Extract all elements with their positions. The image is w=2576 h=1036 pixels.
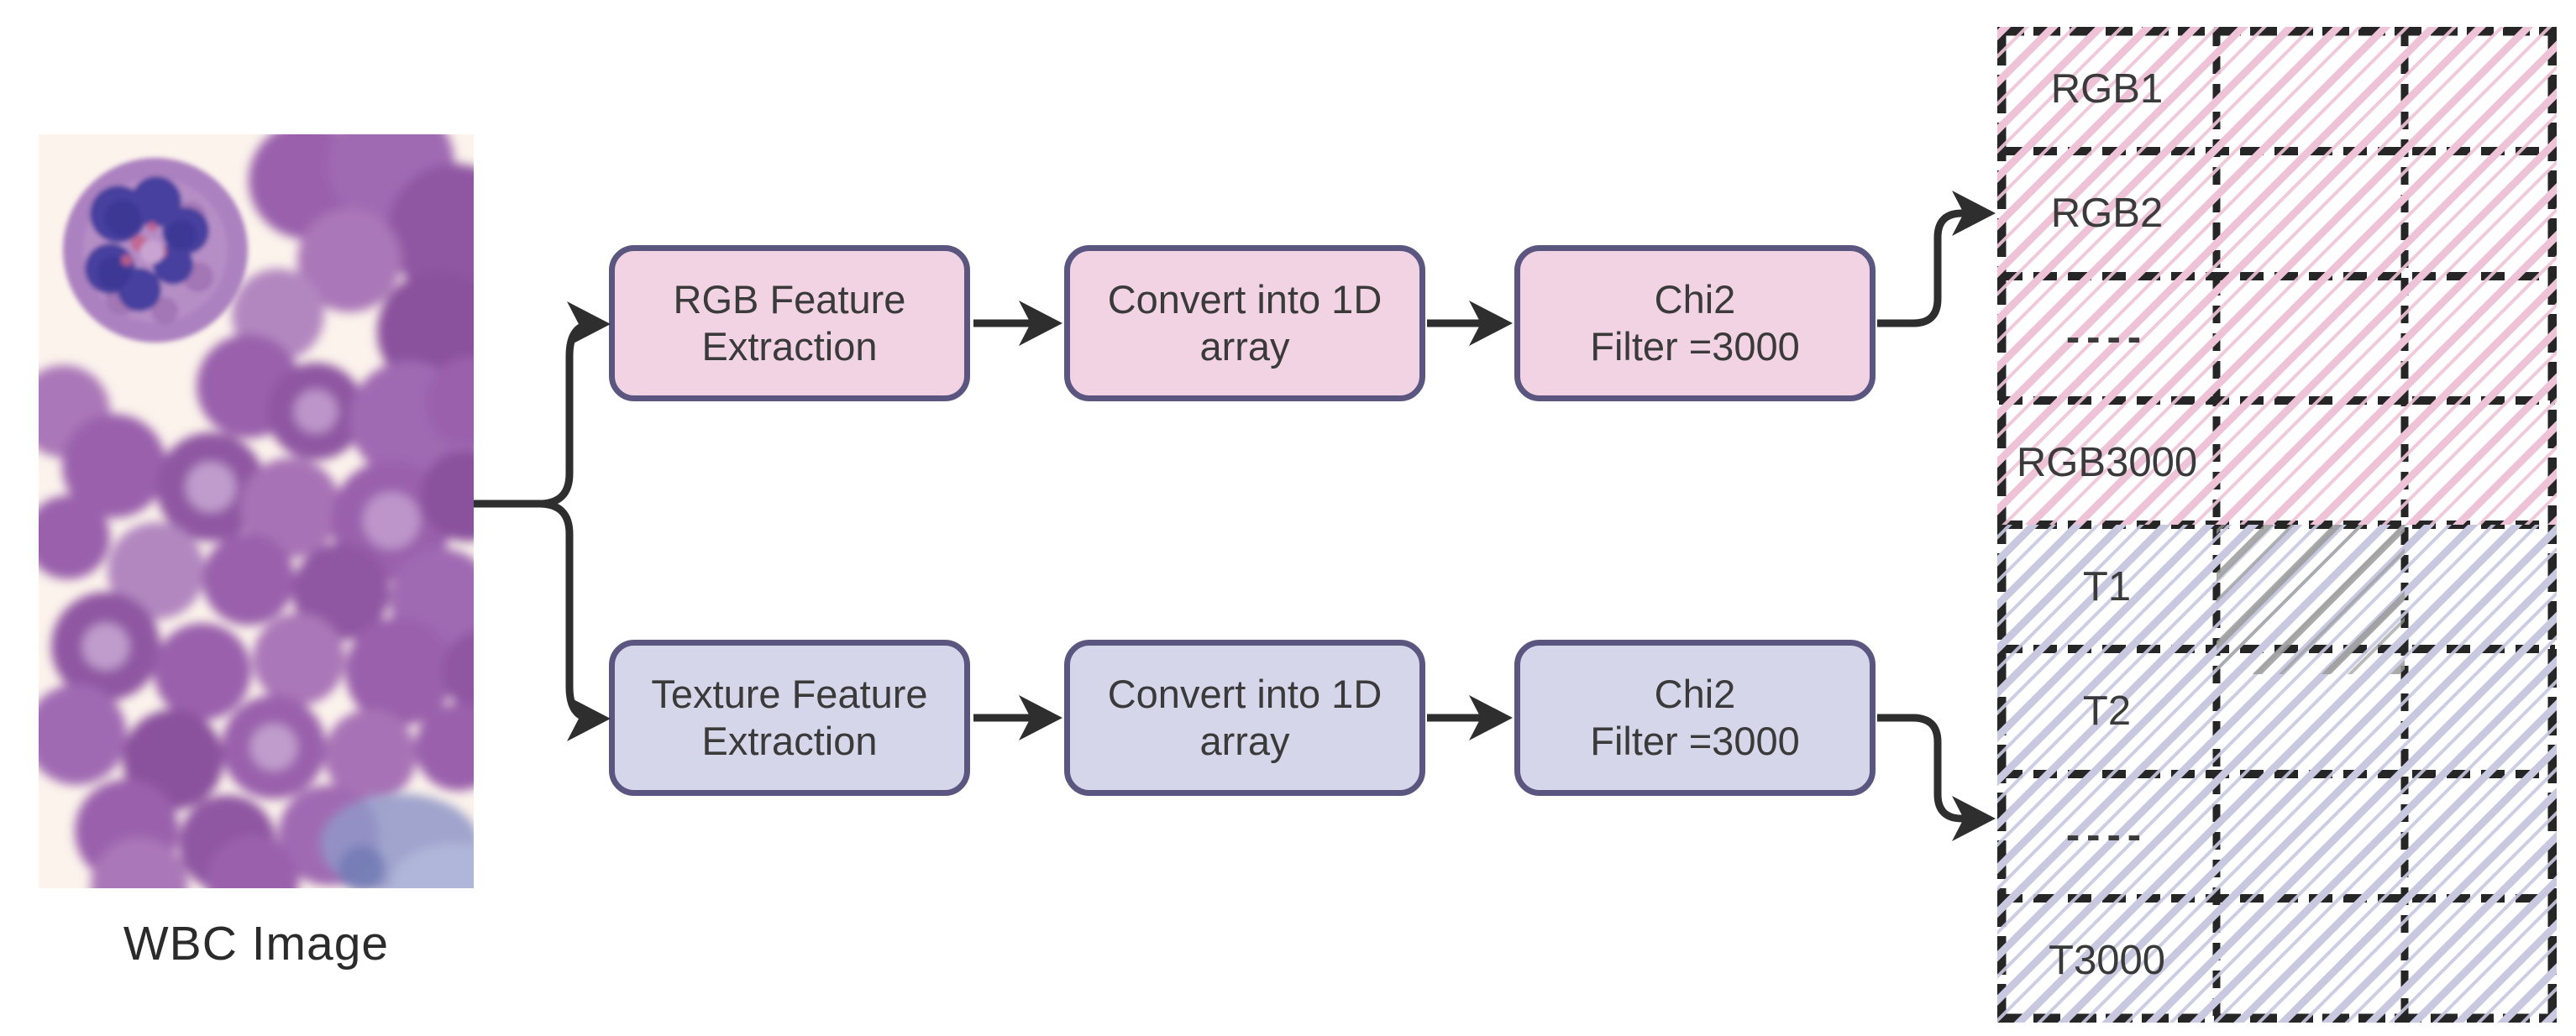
table-row-label-t-ellipsis: ---- bbox=[2065, 813, 2148, 858]
texture-convert-1d-box: Convert into 1D array bbox=[1064, 640, 1425, 796]
rgb-convert-1d-box: Convert into 1D array bbox=[1064, 245, 1425, 401]
wbc-image-caption: WBC Image bbox=[123, 917, 390, 971]
table-row-label-t3000: T3000 bbox=[2049, 938, 2165, 983]
table-row-label-rgb3000: RGB3000 bbox=[2016, 440, 2198, 485]
table-row-label-t2: T2 bbox=[2082, 688, 2132, 734]
fork-connector bbox=[474, 301, 611, 741]
table-in-connectors bbox=[1877, 191, 1996, 841]
table-row-label-t1: T1 bbox=[2082, 564, 2132, 610]
neutrophil-cell bbox=[63, 158, 248, 343]
rgb-feature-extraction-box: RGB Feature Extraction bbox=[609, 245, 970, 401]
gray-highlight-cell bbox=[2217, 525, 2405, 674]
table-row-label-rgb2: RGB2 bbox=[2050, 191, 2164, 236]
texture-chi2-filter-box: Chi2 Filter =3000 bbox=[1514, 640, 1876, 796]
cell-smear bbox=[320, 793, 474, 888]
red-blood-cells bbox=[39, 134, 474, 888]
wbc-photo bbox=[39, 134, 474, 888]
rgb-chi2-filter-box: Chi2 Filter =3000 bbox=[1514, 245, 1876, 401]
feature-table bbox=[1997, 27, 2557, 1023]
table-row-label-rgb1: RGB1 bbox=[2050, 66, 2164, 112]
rgb-hatch-region bbox=[1997, 27, 2557, 525]
table-row-label-rgb-ellipsis: ---- bbox=[2065, 315, 2148, 360]
texture-feature-extraction-box: Texture Feature Extraction bbox=[609, 640, 970, 796]
